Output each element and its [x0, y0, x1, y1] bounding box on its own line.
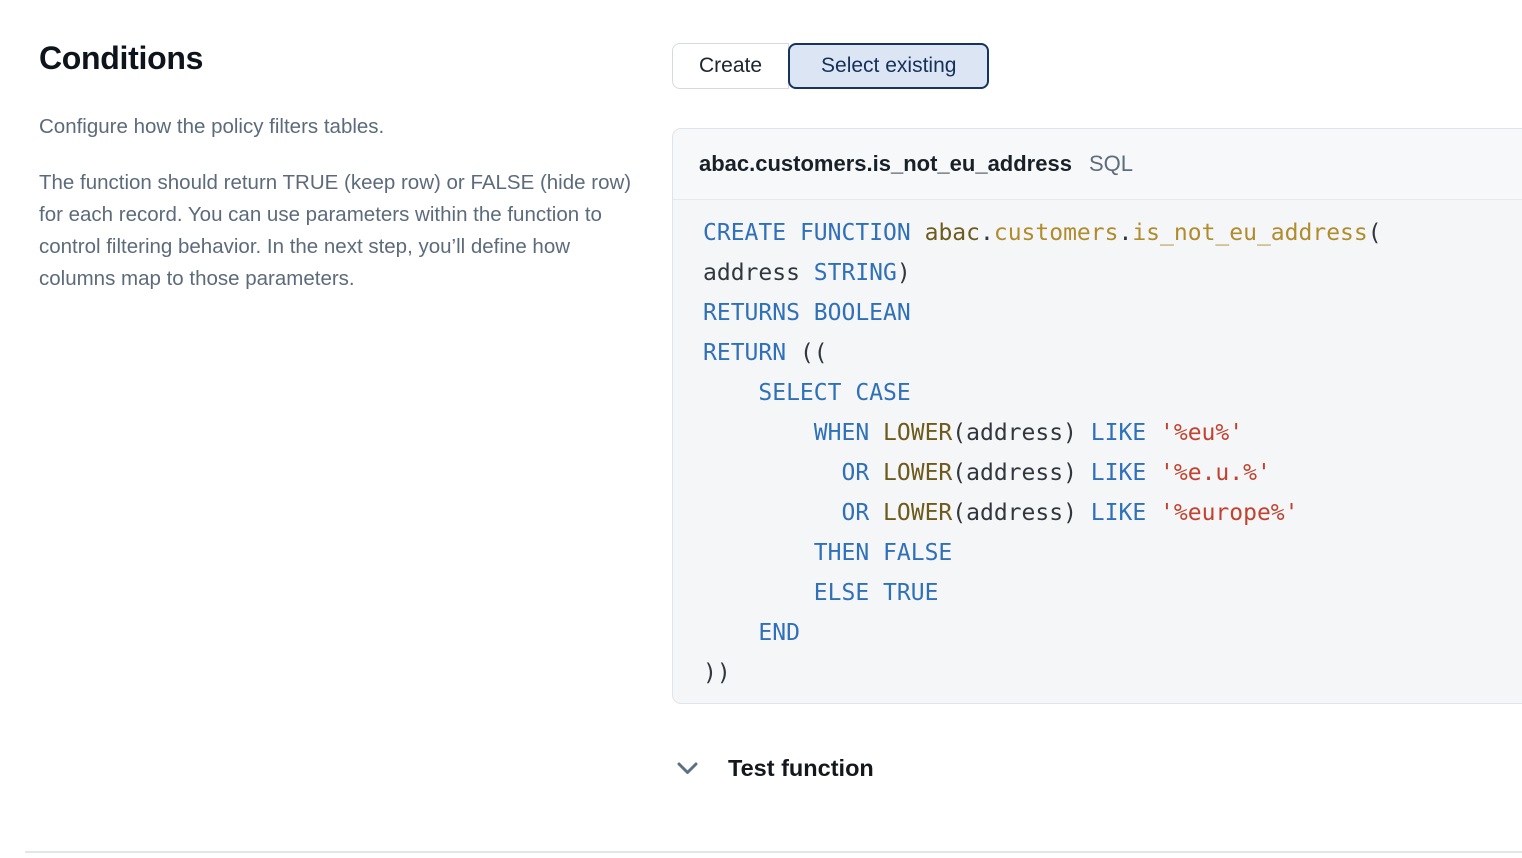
code-line: CREATE FUNCTION abac.customers.is_not_eu… [703, 220, 1382, 246]
function-name: abac.customers.is_not_eu_address [699, 151, 1072, 176]
code-line: )) [703, 660, 731, 686]
chevron-down-icon[interactable] [676, 761, 699, 776]
code-line: OR LOWER(address) LIKE '%e.u.%' [841, 460, 1271, 486]
page-title: Conditions [39, 40, 204, 76]
code-line: WHEN LOWER(address) LIKE '%eu%' [813, 420, 1244, 446]
code-line: THEN FALSE [813, 540, 953, 566]
test-function-toggle[interactable]: Test function [676, 755, 874, 782]
code-line: ELSE TRUE [813, 580, 939, 606]
conditions-section: Conditions Configure how the policy filt… [39, 40, 639, 295]
policy-description-paragraph: The function should return TRUE (keep ro… [39, 170, 632, 290]
code-line: address STRING) [703, 260, 911, 286]
function-panel-header: abac.customers.is_not_eu_address SQL [673, 129, 1522, 200]
sql-code-block: CREATE FUNCTION abac.customers.is_not_eu… [673, 200, 1522, 693]
code-line: RETURNS BOOLEAN [703, 300, 911, 326]
test-function-label: Test function [728, 755, 874, 781]
language-badge: SQL [1088, 151, 1133, 176]
code-line: SELECT CASE [758, 380, 911, 406]
function-source-toggle: Create Select existing [672, 43, 990, 89]
function-panel: abac.customers.is_not_eu_address SQL CRE… [672, 128, 1522, 704]
bottom-divider [25, 851, 1522, 853]
code-line: END [758, 620, 800, 646]
code-line: RETURN (( [703, 340, 828, 366]
create-button[interactable]: Create [672, 43, 790, 89]
code-line: OR LOWER(address) LIKE '%europe%' [841, 500, 1299, 526]
policy-filter-subtitle: Configure how the policy filters tables. [39, 114, 385, 138]
select-existing-button[interactable]: Select existing [788, 43, 990, 89]
